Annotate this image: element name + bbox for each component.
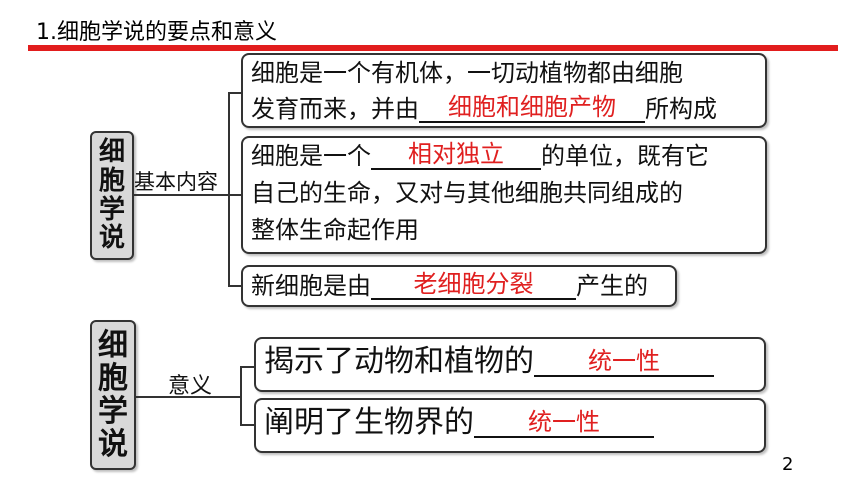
section-label-content: 细 胞 学 说 <box>90 131 134 260</box>
significance-box-unity-1: 揭示了动物和植物的 统一性 <box>254 337 766 392</box>
page-title: 1.细胞学说的要点和意义 <box>36 20 277 45</box>
title-underline-rule <box>28 45 838 51</box>
text-fragment: 所构成 <box>645 95 717 123</box>
label-char: 细 <box>98 328 128 363</box>
box-text-line: 细胞是一个 相对独立 的单位，既有它 <box>251 138 757 175</box>
content-box-organism: 细胞是一个有机体，一切动植物都由细胞 发育而来，并由 细胞和细胞产物 所构成 <box>241 53 767 128</box>
text-fragment: 揭示了动物和植物的 <box>264 344 534 379</box>
label-char: 学 <box>98 394 128 429</box>
box-text-line: 发育而来，并由 细胞和细胞产物 所构成 <box>251 91 757 127</box>
bracket-line <box>240 366 254 368</box>
label-char: 细 <box>98 137 125 168</box>
label-char: 学 <box>98 194 125 225</box>
connector-label-significance: 意义 <box>168 374 213 399</box>
bracket-line <box>240 424 254 426</box>
answer-blank: 统一性 <box>474 410 654 438</box>
text-fragment: 新细胞是由 <box>251 272 371 300</box>
answer-blank: 细胞和细胞产物 <box>419 95 645 123</box>
answer-text: 统一性 <box>588 347 660 375</box>
label-char: 说 <box>98 427 128 462</box>
answer-text: 细胞和细胞产物 <box>448 93 616 121</box>
answer-blank: 老细胞分裂 <box>371 272 576 300</box>
answer-text: 相对独立 <box>408 140 504 168</box>
content-box-unit: 细胞是一个 相对独立 的单位，既有它 自己的生命，又对与其他细胞共同组成的 整体生命… <box>241 136 767 254</box>
answer-text: 老细胞分裂 <box>413 270 534 298</box>
answer-text: 统一性 <box>528 408 600 436</box>
bracket-line <box>134 194 228 196</box>
content-box-new-cells: 新细胞是由 老细胞分裂 产生的 <box>241 265 677 307</box>
box-text: 整体生命起作用 <box>251 216 419 244</box>
bracket-line <box>228 194 241 196</box>
significance-box-unity-2: 阐明了生物界的 统一性 <box>254 398 766 453</box>
page-number: 2 <box>782 454 794 475</box>
section-label-significance: 细 胞 学 说 <box>90 320 136 470</box>
bracket-line <box>136 396 240 398</box>
connector-label-basic-content: 基本内容 <box>134 170 218 194</box>
answer-blank: 统一性 <box>534 349 714 377</box>
answer-blank: 相对独立 <box>371 142 541 170</box>
text-fragment: 细胞是一个 <box>251 142 371 170</box>
text-fragment: 阐明了生物界的 <box>264 405 474 440</box>
label-char: 说 <box>98 223 125 254</box>
bracket-line <box>228 92 241 94</box>
text-fragment: 发育而来，并由 <box>251 95 419 123</box>
box-text: 细胞是一个有机体，一切动植物都由细胞 <box>251 59 683 87</box>
bracket-line <box>228 285 241 287</box>
text-fragment: 产生的 <box>576 272 648 300</box>
text-fragment: 的单位，既有它 <box>541 142 709 170</box>
label-char: 胞 <box>98 361 128 396</box>
box-text: 自己的生命，又对与其他细胞共同组成的 <box>251 179 683 207</box>
bracket-line <box>240 366 242 426</box>
label-char: 胞 <box>98 165 125 196</box>
bracket-line <box>228 92 230 287</box>
